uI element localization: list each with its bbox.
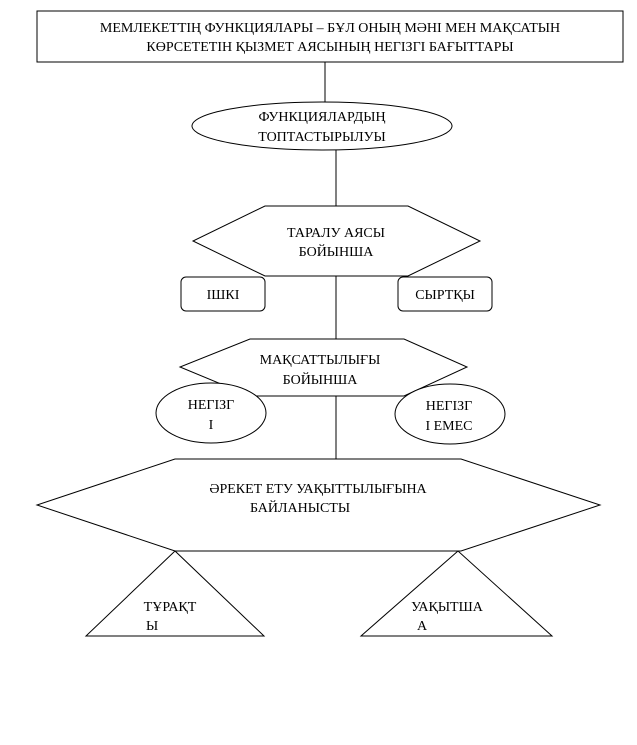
timing-line-2: БАЙЛАНЫСТЫ bbox=[250, 499, 350, 516]
purpose-node: МАҚСАТТЫЛЫҒЫ БОЙЫНША bbox=[178, 338, 469, 397]
connectors bbox=[324, 62, 337, 459]
title-box: МЕМЛЕКЕТТІҢ ФУНКЦИЯЛАРЫ – БҰЛ ОНЫҢ МӘНІ … bbox=[36, 10, 624, 63]
timing-hexagon bbox=[35, 458, 602, 552]
scope-line-1: ТАРАЛУ АЯСЫ bbox=[287, 226, 385, 241]
permanent-node: ТҰРАҚТ Ы bbox=[84, 550, 266, 637]
permanent-line-1: ТҰРАҚТ bbox=[144, 600, 197, 615]
main-line-2: І bbox=[209, 418, 214, 433]
secondary-line-2: І ЕМЕС bbox=[425, 419, 472, 434]
internal-box bbox=[180, 276, 266, 312]
purpose-hexagon bbox=[178, 338, 469, 397]
permanent-triangle bbox=[84, 550, 266, 637]
grouping-node: ФУНКЦИЯЛАРДЫҢ ТОПТАСТЫРЫЛУЫ bbox=[191, 101, 453, 151]
external-node: СЫРТҚЫ bbox=[397, 276, 493, 312]
title-line-1: МЕМЛЕКЕТТІҢ ФУНКЦИЯЛАРЫ – БҰЛ ОНЫҢ МӘНІ … bbox=[100, 21, 560, 36]
grouping-ellipse bbox=[191, 101, 453, 151]
internal-node: ІШКІ bbox=[180, 276, 266, 312]
temporary-line-2: А bbox=[417, 619, 428, 634]
purpose-line-1: МАҚСАТТЫЛЫҒЫ bbox=[260, 353, 381, 368]
scope-node: ТАРАЛУ АЯСЫ БОЙЫНША bbox=[191, 205, 482, 277]
temporary-node: УАҚЫТША А bbox=[359, 550, 554, 637]
scope-hexagon bbox=[191, 205, 482, 277]
temporary-triangle bbox=[359, 550, 554, 637]
internal-label: ІШКІ bbox=[207, 288, 240, 303]
external-label: СЫРТҚЫ bbox=[415, 288, 475, 303]
external-box bbox=[397, 276, 493, 312]
scope-line-2: БОЙЫНША bbox=[299, 243, 375, 260]
grouping-line-1: ФУНКЦИЯЛАРДЫҢ bbox=[258, 110, 385, 125]
secondary-line-1: НЕГІЗГ bbox=[426, 399, 473, 414]
secondary-ellipse bbox=[394, 383, 506, 445]
main-line-1: НЕГІЗГ bbox=[188, 398, 235, 413]
timing-line-1: ӘРЕКЕТ ЕТУ УАҚЫТТЫЛЫҒЫНА bbox=[209, 482, 427, 497]
timing-node: ӘРЕКЕТ ЕТУ УАҚЫТТЫЛЫҒЫНА БАЙЛАНЫСТЫ bbox=[35, 458, 602, 552]
permanent-line-2: Ы bbox=[146, 619, 158, 634]
main-ellipse bbox=[155, 382, 267, 444]
title-frame bbox=[36, 10, 624, 63]
title-line-2: КӨРСЕТЕТІН ҚЫЗМЕТ АЯСЫНЫҢ НЕГІЗГІ БАҒЫТТ… bbox=[146, 40, 513, 55]
secondary-node: НЕГІЗГ І ЕМЕС bbox=[394, 383, 506, 445]
grouping-line-2: ТОПТАСТЫРЫЛУЫ bbox=[258, 130, 386, 145]
temporary-line-1: УАҚЫТША bbox=[411, 600, 484, 615]
main-node: НЕГІЗГ І bbox=[155, 382, 267, 444]
purpose-line-2: БОЙЫНША bbox=[283, 371, 359, 388]
